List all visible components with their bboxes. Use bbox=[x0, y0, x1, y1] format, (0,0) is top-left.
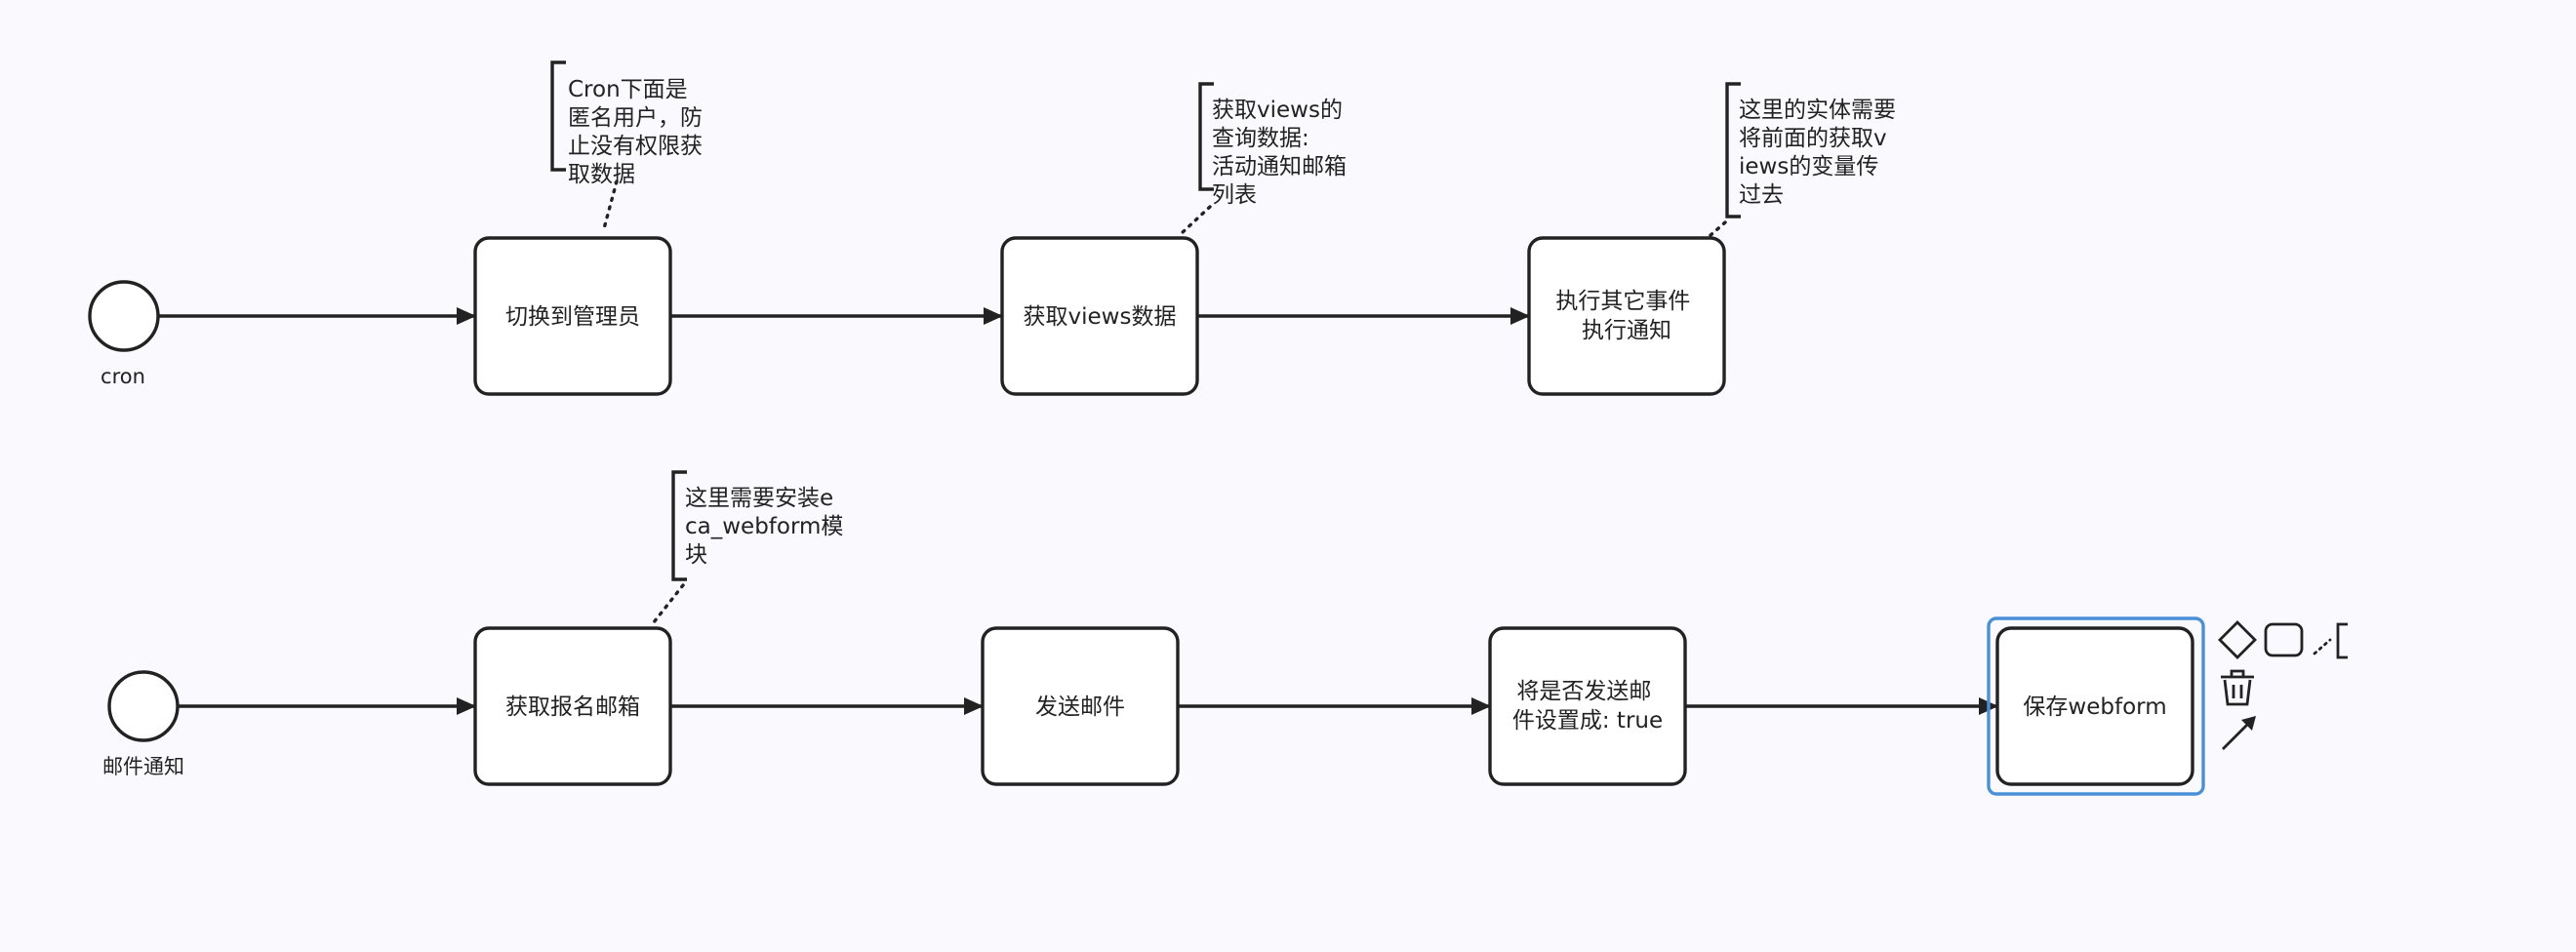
annotation-line: 取数据 bbox=[568, 162, 635, 187]
annotation-text: 这里需要安装e ca_webform模 块 bbox=[685, 486, 851, 568]
task-box[interactable] bbox=[1488, 626, 1687, 786]
task-icon[interactable] bbox=[2264, 622, 2304, 657]
annotation-line: ca_webform模 bbox=[685, 514, 843, 539]
task-label-line: 获取views数据 bbox=[1024, 304, 1177, 330]
task-label-line: 发送邮件 bbox=[1035, 694, 1125, 720]
association-line[interactable] bbox=[1708, 220, 1727, 238]
association-line[interactable] bbox=[1179, 205, 1212, 236]
task-label-line: 切换到管理员 bbox=[505, 304, 640, 330]
annotation-bracket[interactable] bbox=[1198, 82, 1214, 191]
annotation-line: 块 bbox=[685, 542, 707, 568]
association-line[interactable] bbox=[652, 583, 685, 624]
annotation-line: 活动通知邮箱 bbox=[1212, 154, 1347, 179]
start-event-circle[interactable] bbox=[88, 280, 160, 352]
gateway-icon[interactable] bbox=[2218, 620, 2257, 659]
text-annotation-install[interactable]: 这里需要安装e ca_webform模 块 bbox=[671, 470, 851, 581]
task-label: 获取报名邮箱 bbox=[505, 694, 640, 720]
task-label-line: 获取报名邮箱 bbox=[505, 694, 640, 720]
association-line[interactable] bbox=[601, 179, 619, 234]
event-label: 邮件通知 bbox=[102, 755, 184, 778]
event-label: cron bbox=[101, 365, 145, 388]
task-label-line: 执行通知 bbox=[1582, 318, 1671, 343]
text-annotation-entity[interactable]: 这里的实体需要 将前面的获取v iews的变量传 过去 bbox=[1725, 82, 1903, 218]
annotation-icon[interactable] bbox=[2313, 622, 2348, 659]
start-event-circle[interactable] bbox=[107, 670, 180, 742]
connect-arrow-icon[interactable] bbox=[2222, 716, 2256, 750]
selection-outline bbox=[1987, 616, 2205, 796]
start-event-mail[interactable]: 邮件通知 bbox=[102, 670, 184, 778]
text-annotation-cron[interactable]: Cron下面是 匿名用户，防 止没有权限获 取数据 bbox=[550, 60, 709, 187]
annotation-line: Cron下面是 bbox=[568, 77, 688, 102]
task-label: 获取views数据 bbox=[1024, 304, 1177, 330]
task-label: 执行其它事件 执行通知 bbox=[1555, 289, 1697, 343]
task-switch-admin[interactable]: 切换到管理员 bbox=[473, 236, 672, 396]
task-get-signup-email[interactable]: 获取报名邮箱 bbox=[473, 626, 672, 786]
task-box[interactable] bbox=[1995, 626, 2194, 786]
task-label-line: 件设置成: true bbox=[1512, 708, 1663, 734]
annotation-line: 匿名用户，防 bbox=[568, 105, 703, 131]
annotation-bracket[interactable] bbox=[550, 60, 566, 172]
annotation-line: iews的变量传 bbox=[1739, 154, 1878, 179]
annotation-bracket[interactable] bbox=[671, 470, 687, 581]
task-label-line: 保存webform bbox=[2023, 694, 2166, 720]
delete-icon[interactable] bbox=[2221, 669, 2254, 706]
annotation-line: 止没有权限获 bbox=[568, 134, 703, 159]
annotation-line: 这里需要安装e bbox=[685, 486, 833, 511]
text-annotation-views[interactable]: 获取views的 查询数据: 活动通知邮箱 列表 bbox=[1198, 82, 1353, 208]
task-label-line: 执行其它事件 bbox=[1555, 289, 1690, 314]
task-label: 保存webform bbox=[2023, 694, 2166, 720]
task-send-mail[interactable]: 发送邮件 bbox=[981, 626, 1180, 786]
task-set-send-flag[interactable]: 将是否发送邮 件设置成: true bbox=[1488, 626, 1687, 786]
annotation-line: 列表 bbox=[1212, 182, 1257, 208]
annotation-line: 这里的实体需要 bbox=[1739, 98, 1896, 123]
annotation-line: 获取views的 bbox=[1212, 98, 1343, 123]
task-label: 发送邮件 bbox=[1035, 694, 1125, 720]
annotation-line: 将前面的获取v bbox=[1739, 126, 1887, 151]
task-save-webform[interactable]: 保存webform bbox=[1987, 616, 2205, 796]
annotation-text: 这里的实体需要 将前面的获取v iews的变量传 过去 bbox=[1739, 98, 1903, 208]
annotation-text: Cron下面是 匿名用户，防 止没有权限获 取数据 bbox=[568, 77, 709, 187]
task-get-views[interactable]: 获取views数据 bbox=[1000, 236, 1199, 396]
annotation-line: 过去 bbox=[1739, 182, 1784, 208]
task-label: 切换到管理员 bbox=[505, 304, 640, 330]
context-pad bbox=[2218, 620, 2348, 750]
annotation-line: 查询数据: bbox=[1212, 126, 1309, 151]
task-box[interactable] bbox=[1527, 236, 1726, 396]
annotation-text: 获取views的 查询数据: 活动通知邮箱 列表 bbox=[1212, 98, 1353, 208]
task-label: 将是否发送邮 件设置成: true bbox=[1512, 679, 1663, 734]
task-exec-other[interactable]: 执行其它事件 执行通知 bbox=[1527, 236, 1726, 396]
annotation-bracket[interactable] bbox=[1725, 82, 1741, 218]
task-label-line: 将是否发送邮 bbox=[1516, 679, 1651, 704]
start-event-cron[interactable]: cron bbox=[88, 280, 160, 388]
